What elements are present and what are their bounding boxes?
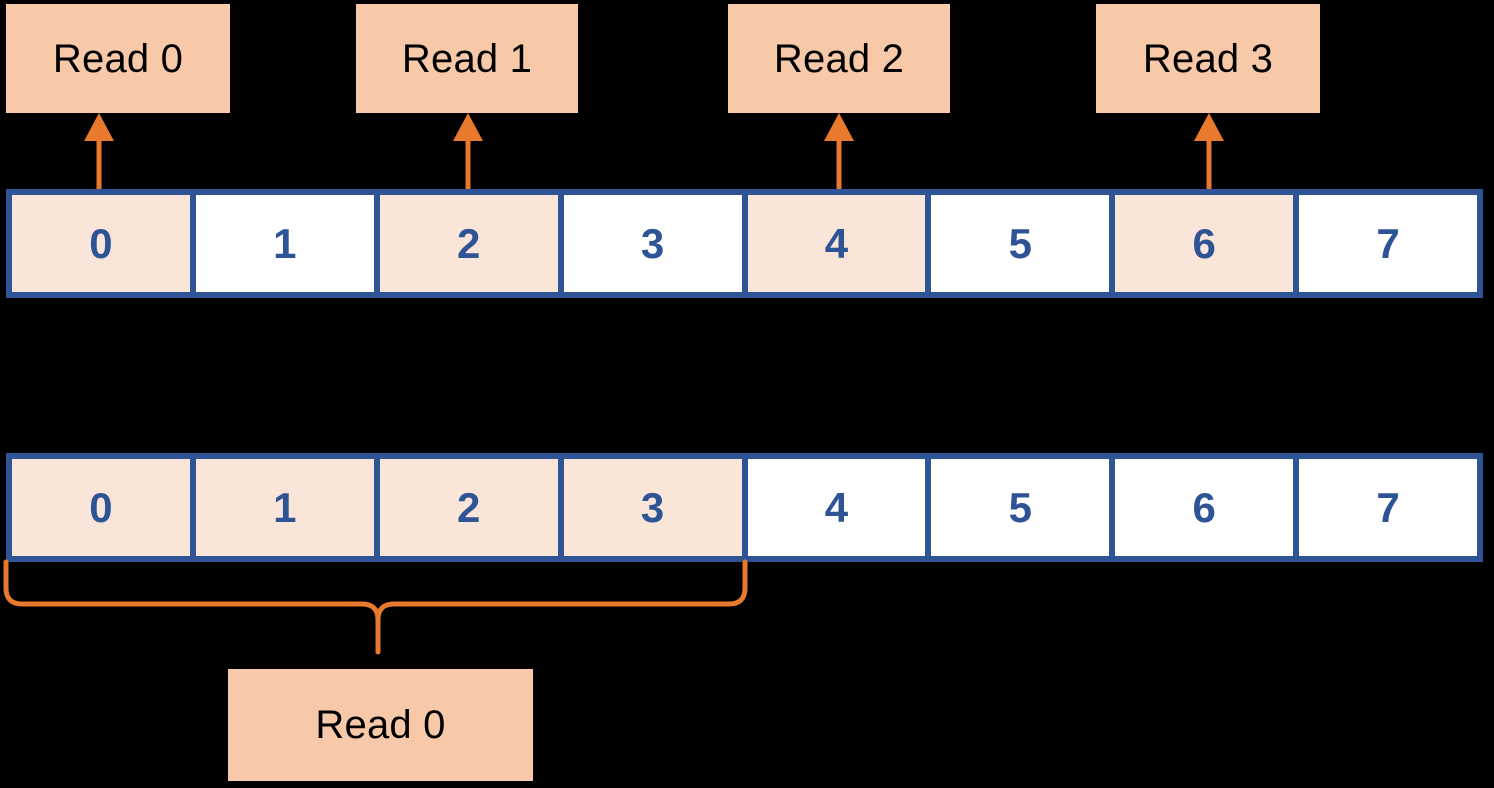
array-top-cell-2-value: 2 [457, 219, 481, 267]
arrow-up-icon-3 [1194, 113, 1224, 189]
array-bottom-cell-2-value: 2 [457, 483, 481, 531]
array-bottom-cell-6-value: 6 [1192, 483, 1216, 531]
read-box-coalesced-label: Read 0 [315, 703, 446, 747]
read-box-1: Read 1 [356, 4, 578, 113]
read-box-0-label: Read 0 [52, 36, 184, 81]
array-bottom-cell-1: 1 [192, 459, 377, 556]
array-bottom-cell-7-value: 7 [1376, 483, 1400, 531]
array-bottom-cell-4: 4 [744, 459, 929, 556]
read-box-1-label: Read 1 [401, 36, 533, 81]
read-box-2-label: Read 2 [773, 36, 905, 81]
arrow-up-icon-0 [84, 113, 114, 189]
array-top-cell-4: 4 [744, 195, 929, 292]
array-top-cell-0: 0 [12, 195, 193, 292]
array-bottom-cell-5-value: 5 [1008, 483, 1032, 531]
array-bottom-cell-7: 7 [1296, 459, 1477, 556]
array-top-cell-4-value: 4 [824, 219, 849, 267]
array-bottom-cell-6: 6 [1112, 459, 1297, 556]
array-top-cell-7-value: 7 [1376, 219, 1400, 267]
array-bottom-cell-3: 3 [560, 459, 745, 556]
read-box-0: Read 0 [6, 4, 230, 113]
arrow-up-icon-2 [824, 113, 854, 189]
array-top-cell-6: 6 [1112, 195, 1297, 292]
array-bottom-cell-0-value: 0 [89, 483, 113, 531]
array-row-contiguous: 0 1 2 3 4 5 6 7 [6, 453, 1483, 562]
array-top-cell-5: 5 [928, 195, 1113, 292]
array-top-cell-2: 2 [376, 195, 561, 292]
array-top-cell-0-value: 0 [89, 219, 113, 267]
array-bottom-cell-0: 0 [12, 459, 193, 556]
array-top-cell-1-value: 1 [273, 219, 297, 267]
array-row-strided: 0 1 2 3 4 5 6 7 [6, 189, 1483, 298]
array-top-cell-7: 7 [1296, 195, 1477, 292]
read-box-coalesced: Read 0 [228, 669, 533, 781]
read-box-3: Read 3 [1096, 4, 1320, 113]
array-bottom-cell-4-value: 4 [824, 483, 849, 531]
array-bottom-cell-5: 5 [928, 459, 1113, 556]
read-box-2: Read 2 [728, 4, 950, 113]
array-top-cell-3: 3 [560, 195, 745, 292]
array-top-cell-1: 1 [192, 195, 377, 292]
arrow-up-icon-1 [453, 113, 483, 189]
array-bottom-cell-1-value: 1 [273, 483, 297, 531]
array-top-cell-5-value: 5 [1008, 219, 1032, 267]
array-top-cell-3-value: 3 [640, 219, 665, 267]
array-top-cell-6-value: 6 [1192, 219, 1216, 267]
array-bottom-cell-2: 2 [376, 459, 561, 556]
read-box-3-label: Read 3 [1142, 36, 1274, 81]
array-bottom-cell-3-value: 3 [640, 483, 665, 531]
curly-brace [3, 559, 748, 655]
